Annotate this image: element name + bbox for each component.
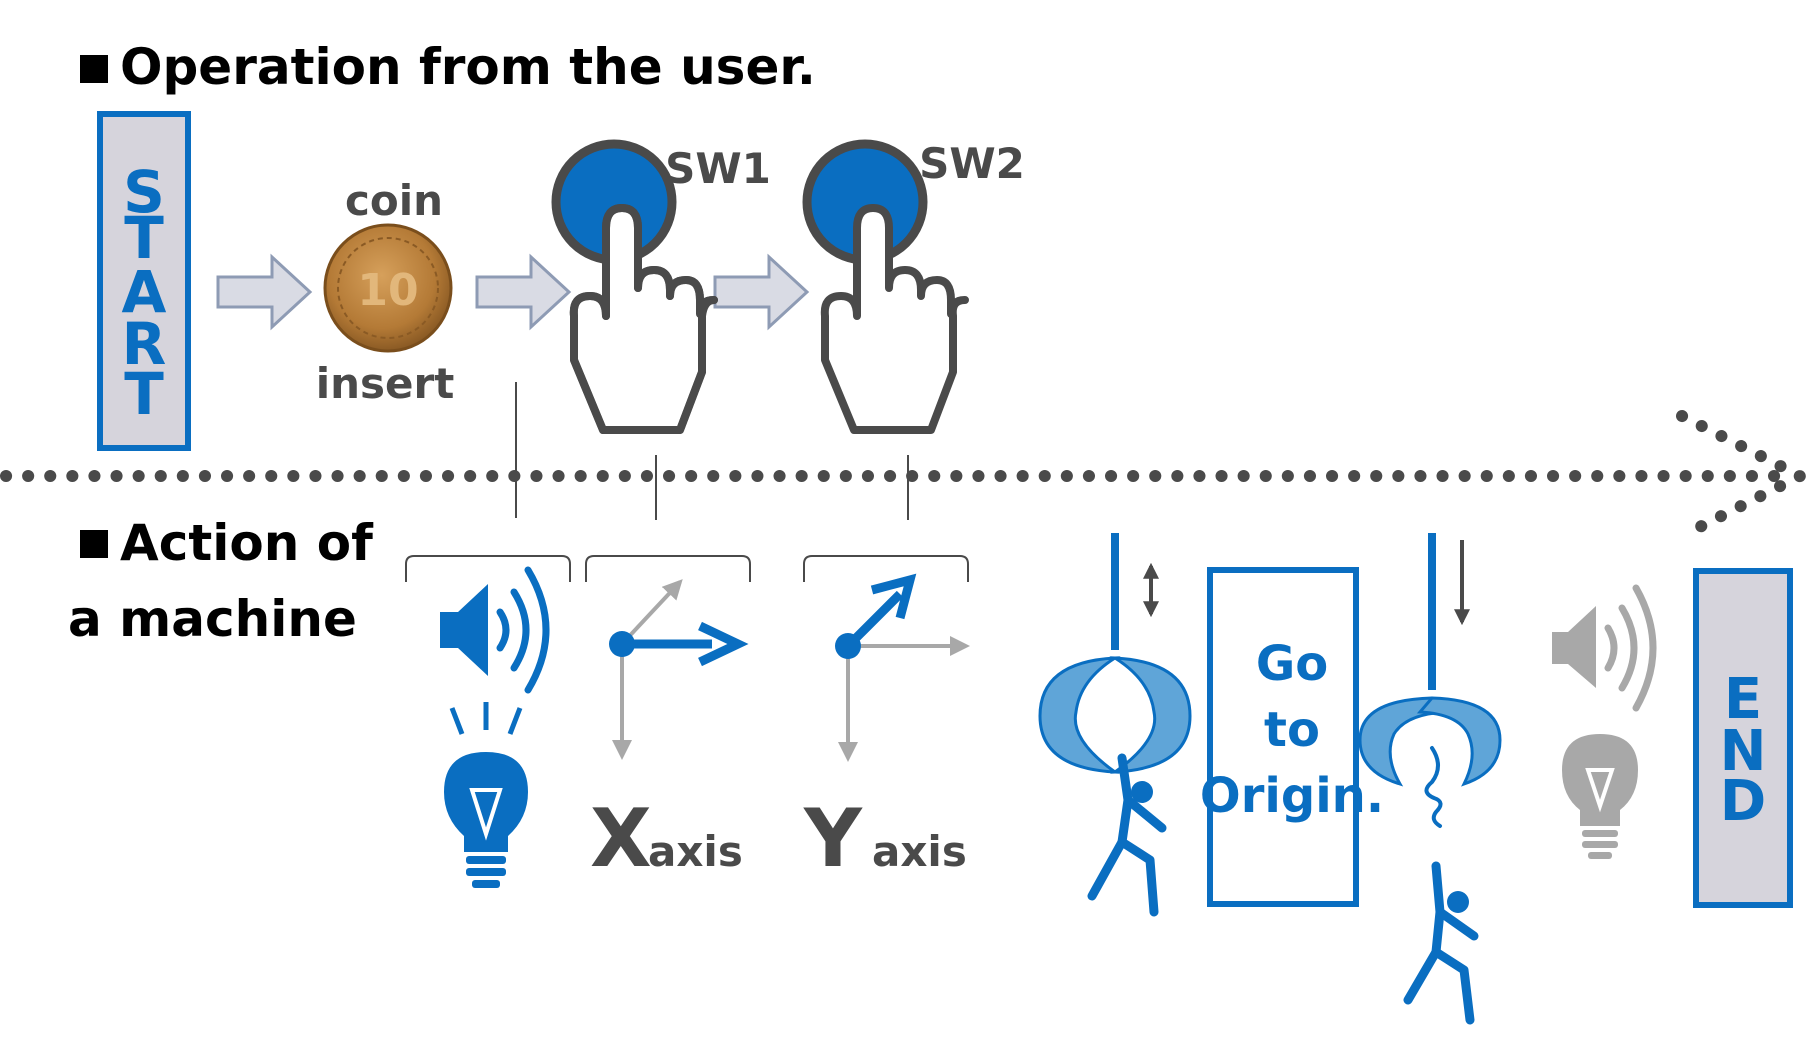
x-axis-label-small: axis [648,827,743,876]
end-letter: E [1724,667,1762,732]
claw-open-icon [1358,533,1502,828]
origin-text-line2: to [1264,702,1320,758]
flow-arrow-icon [216,253,313,331]
heading-machine-action-line1: Action of [120,514,374,572]
light-bulb-icon [444,702,528,888]
start-letter: A [122,258,167,326]
heading-machine-action-line2: a machine [68,590,357,648]
coin-icon: 10 [323,223,453,353]
heading-bullet-icon [80,530,108,558]
light-bulb-off-icon [1562,734,1638,859]
coin-face-value: 10 [357,265,418,316]
start-letter: S [123,158,165,226]
coin-label: coin [345,176,443,225]
end-letter: N [1720,719,1767,784]
heading-bullet-icon [80,55,108,83]
y-axis-label-small: axis [872,827,967,876]
bracket [803,555,969,582]
timeline-arrowhead-icon [1676,410,1814,542]
start-box: S T A R T [97,111,191,451]
claw-grab-icon [1038,533,1192,774]
sw1-label: SW1 [665,144,771,193]
speaker-icon [440,566,550,694]
start-letter: T [124,360,164,428]
insert-label: insert [316,359,455,408]
origin-text-line3: Origin. [1200,768,1384,824]
end-letter: D [1720,769,1766,834]
bracket [405,555,571,582]
bracket [585,555,751,582]
y-axis-diagram [835,573,970,762]
falling-person-icon [1403,861,1479,1025]
heading-user-operation: Operation from the user. [120,38,816,96]
x-axis-label-big: X [590,792,652,885]
pointing-hand-outline-icon [569,204,718,434]
go-to-origin-box: Go to Origin. [1200,567,1384,907]
flow-arrow-icon [475,253,572,331]
speaker-muted-icon [1552,584,1657,712]
hanging-person-icon [1087,753,1167,917]
end-box: E N D [1693,568,1793,908]
flow-arrow-icon [713,253,810,331]
start-letter: R [122,310,167,378]
sw2-label: SW2 [919,139,1025,188]
x-axis-diagram [609,579,749,760]
origin-text-line1: Go [1256,636,1328,692]
start-letter: T [124,204,164,272]
pointing-hand-icon [820,204,969,434]
y-axis-label-big: Y [803,792,863,885]
